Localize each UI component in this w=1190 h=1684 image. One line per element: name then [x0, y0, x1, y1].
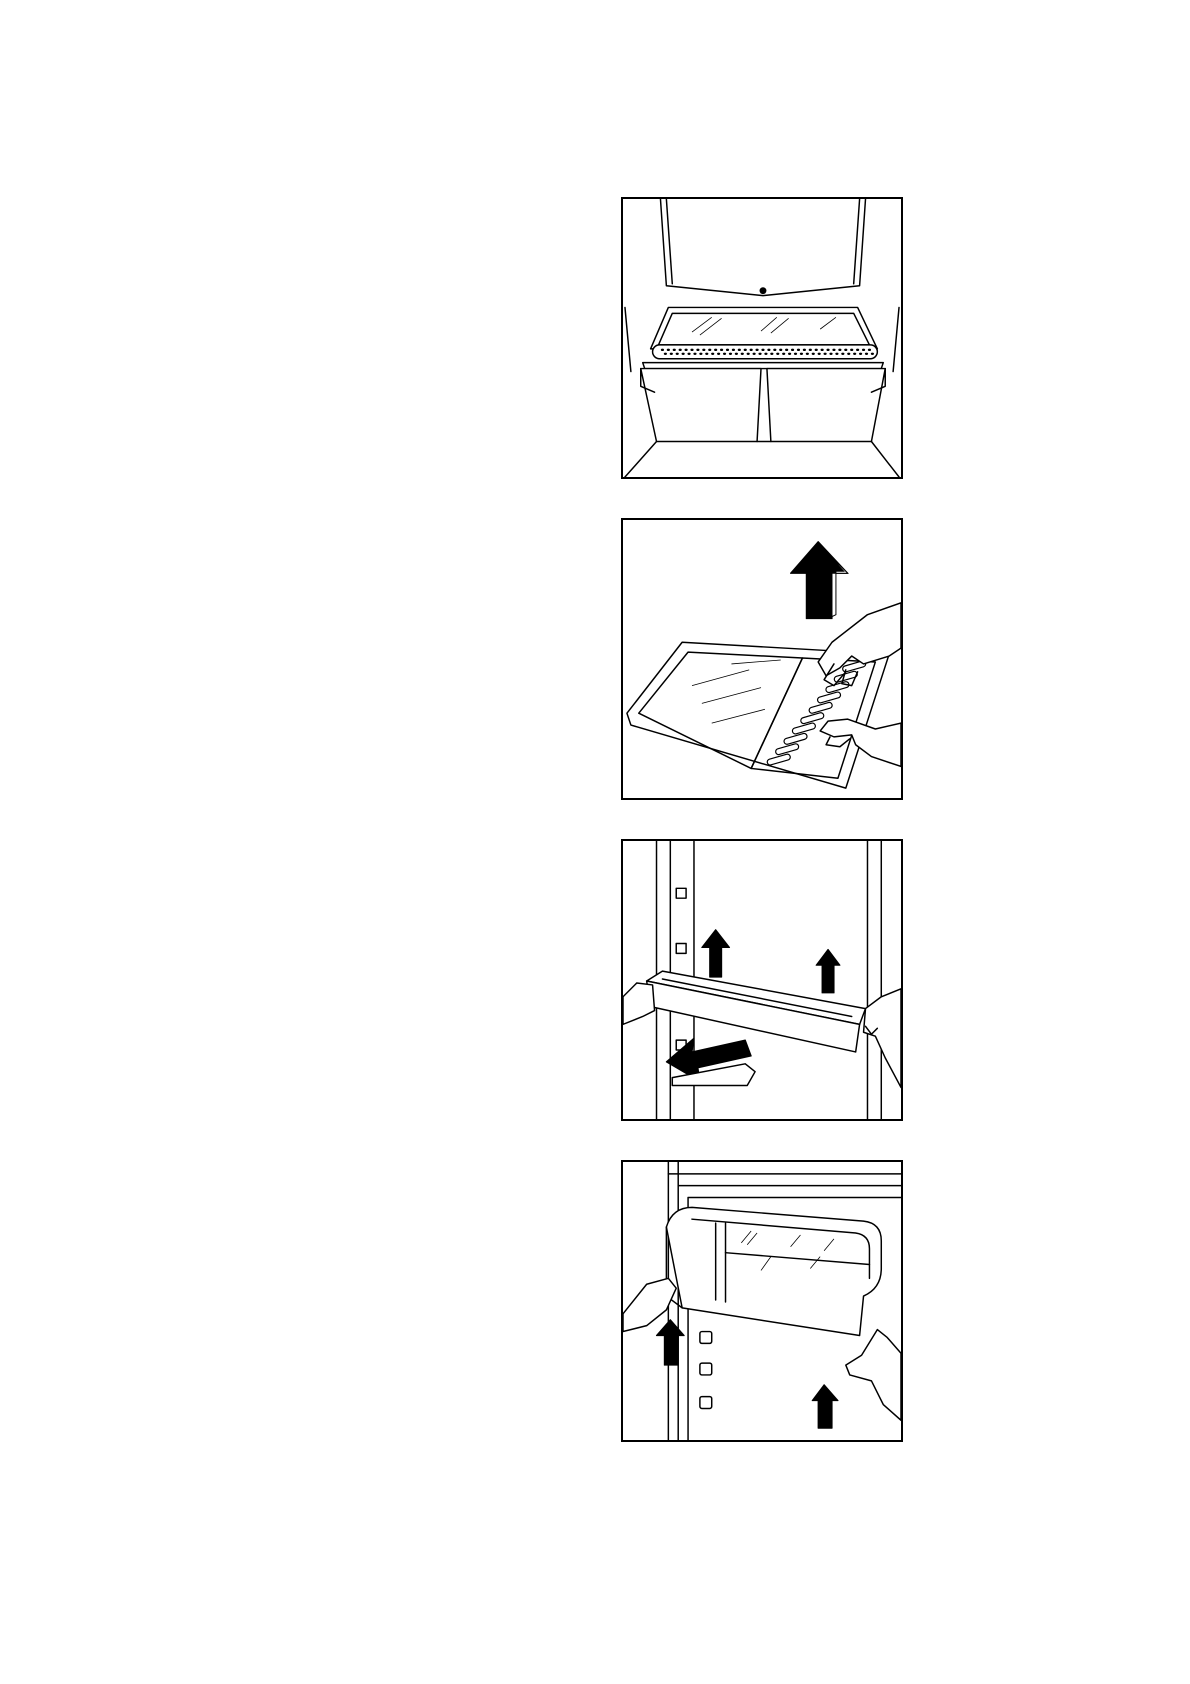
illustration-lift-shelf [621, 518, 903, 800]
illustration-remove-door-balcony [621, 1160, 903, 1442]
fridge-crisper-icon [623, 199, 901, 477]
illustration-shelf-and-crisper [621, 197, 903, 479]
up-arrow-icon [623, 1162, 901, 1440]
illustration-remove-door-shelf [621, 839, 903, 1121]
up-arrow-icon [623, 520, 901, 798]
pull-out-arrow-icon [623, 841, 901, 1119]
